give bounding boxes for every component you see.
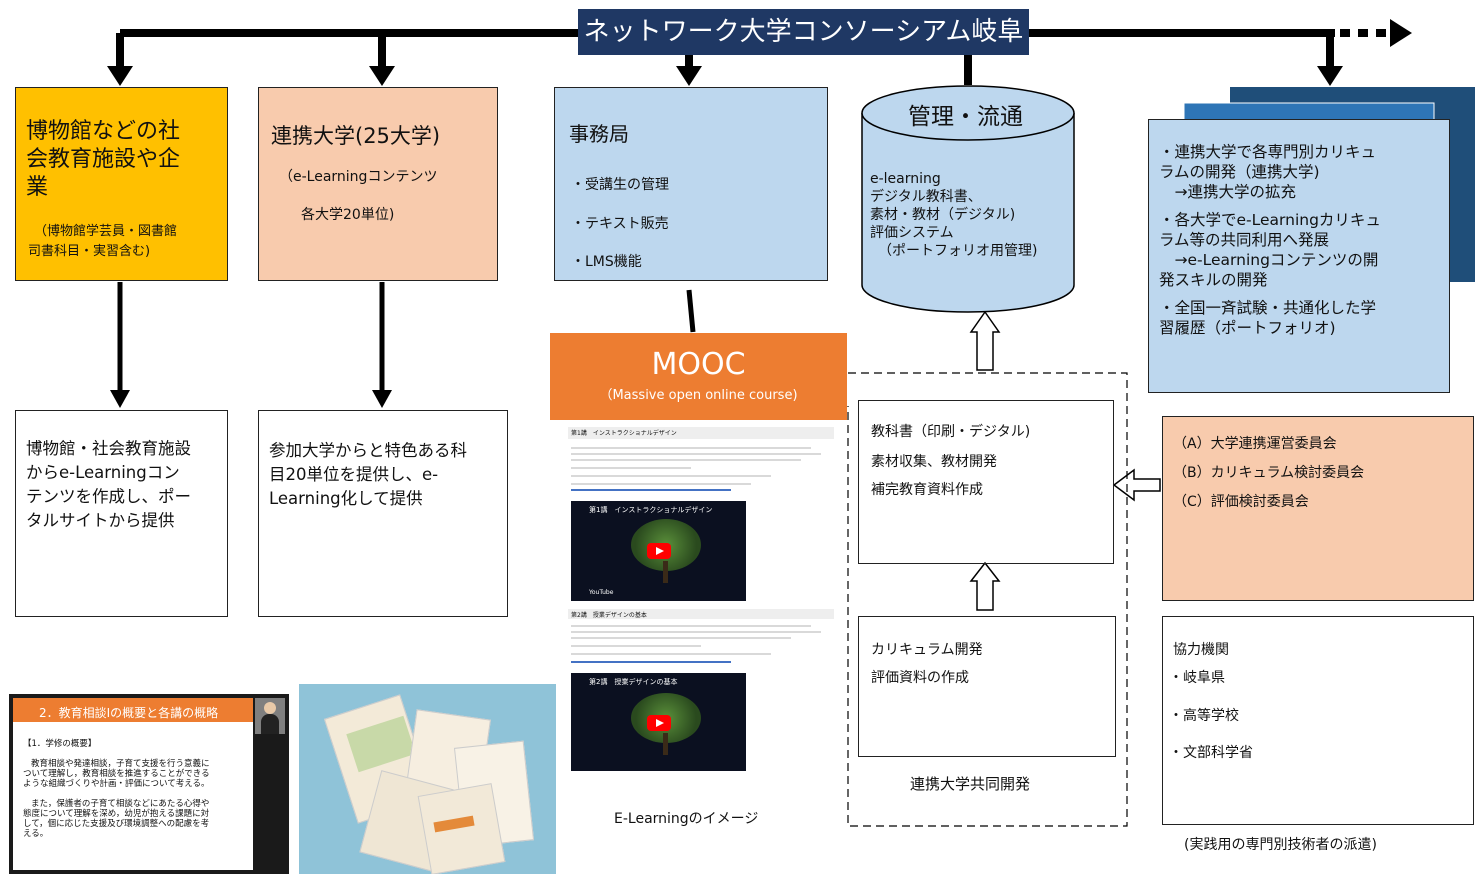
- partner-provide-box: 参加大学からと特色ある科 目20単位を提供し、e- Learning化して提供: [258, 410, 508, 617]
- museum-provide-line: 博物館・社会教育施設: [26, 439, 191, 458]
- plans-box: ・連携大学で各専門別カリキュ ラムの開発（連携大学) →連携大学の拡充 ・各大学…: [1148, 119, 1450, 393]
- video-player[interactable]: 第1講 インストラクショナルデザイン YouTube: [571, 501, 746, 601]
- plans-line: →e-Learningコンテンツの開: [1159, 251, 1379, 269]
- lecture-line: 態度について理解を深め，幼児が抱える課題に対: [23, 809, 210, 819]
- plans-line: ・連携大学で各専門別カリキュ: [1159, 143, 1377, 161]
- elearning-caption: E-Learningのイメージ: [614, 811, 759, 827]
- plans-line: ・各大学でe-Learningカリキュ: [1159, 211, 1381, 229]
- lecturer-avatar: [255, 698, 285, 734]
- cooperation-item: ・高等学校: [1169, 708, 1239, 724]
- cooperation-box: 協力機関 ・岐阜県 ・高等学校 ・文部科学省: [1162, 616, 1474, 825]
- partner-title: 連携大学(25大学): [271, 124, 441, 148]
- video-player[interactable]: 第2講 授業デザインの基本: [571, 673, 746, 771]
- partner-universities-box: 連携大学(25大学) （e-Learningコンテンツ 各大学20単位): [258, 87, 498, 281]
- management-line: （ポートフォリオ用管理): [878, 243, 1038, 259]
- management-line: デジタル教科書、: [870, 189, 982, 205]
- lecture-line: また，保護者の子育て相談などにあたる心得や: [31, 799, 210, 809]
- textbook-box: 教科書（印刷・デジタル) 素材収集、教材開発 補完教育資料作成: [858, 400, 1114, 564]
- office-box: 事務局 ・受講生の管理 ・テキスト販売 ・LMS機能: [554, 87, 828, 281]
- museum-provide-line: テンツを作成し、ポー: [26, 487, 191, 506]
- textbook-item: 素材収集、教材開発: [871, 454, 997, 470]
- video-title: 第2講 授業デザインの基本: [589, 678, 678, 686]
- office-title: 事務局: [569, 122, 629, 146]
- office-item: ・テキスト販売: [571, 216, 669, 232]
- museum-provide-line: タルサイトから提供: [26, 511, 175, 530]
- management-line: e-learning: [870, 171, 941, 187]
- curriculum-box: カリキュラム開発 評価資料の作成: [858, 616, 1116, 757]
- lecture-heading: 【1．学修の概要】: [23, 739, 97, 749]
- plans-line: 習履歴（ポートフォリオ): [1159, 319, 1336, 337]
- youtube-logo: YouTube: [589, 589, 614, 596]
- plans-line: ラムの開発（連携大学): [1159, 163, 1320, 181]
- office-item: ・受講生の管理: [571, 177, 669, 193]
- partner-provide-line: 目20単位を提供し、e-: [269, 465, 439, 484]
- header-title: ネットワーク大学コンソーシアム岐阜: [583, 17, 1024, 47]
- management-content: e-learning デジタル教科書、 素材・教材（デジタル) 評価システム （…: [870, 170, 1037, 260]
- lecture-line: ような組織づくりや計画・評価について考える。: [23, 779, 210, 789]
- office-item: ・LMS機能: [571, 254, 642, 270]
- textbook-item: 補完教育資料作成: [871, 482, 983, 498]
- curriculum-item: 評価資料の作成: [871, 670, 969, 686]
- dispatch-label: (実践用の専門別技術者の派遣): [1184, 837, 1377, 853]
- museum-note-line: （博物館学芸員・図書館: [34, 224, 178, 239]
- committees-box: （A）大学連携運営委員会 （B）カリキュラム検討委員会 （C）評価検討委員会: [1162, 416, 1474, 601]
- elearning-screenshot: 第1講 インストラクショナルデザイン 第1講 インストラクショナルデザイン Yo…: [568, 427, 834, 775]
- management-line: 評価システム: [870, 225, 954, 241]
- museum-title-line: 会教育施設や企: [26, 147, 181, 172]
- lecture-line: して，個に応じた支援及び環境調整への配慮を考: [23, 819, 210, 829]
- museum-provide-box: 博物館・社会教育施設 からe-Learningコン テンツを作成し、ポー タルサ…: [15, 410, 228, 617]
- textbook-item: 教科書（印刷・デジタル): [871, 424, 1031, 440]
- video-title: 第1講 インストラクショナルデザイン: [589, 506, 713, 514]
- textbooks-photo: [299, 684, 556, 874]
- consortium-header: ネットワーク大学コンソーシアム岐阜: [578, 9, 1029, 55]
- plans-line: →連携大学の拡充: [1159, 183, 1297, 201]
- management-title: 管理・流通: [908, 104, 1023, 130]
- cooperation-title: 協力機関: [1173, 642, 1229, 658]
- museum-box: 博物館などの社 会教育施設や企 業 （博物館学芸員・図書館 司書科目・実習含む): [15, 87, 228, 281]
- management-line: 素材・教材（デジタル): [870, 207, 1016, 223]
- partner-line: 各大学20単位): [301, 207, 395, 223]
- committee-item: （B）カリキュラム検討委員会: [1173, 465, 1365, 481]
- lecture-line: える。: [23, 829, 49, 839]
- partner-line: （e-Learningコンテンツ: [279, 169, 438, 185]
- lecture-line: 教育相談や発達相談，子育て支援を行う意義に: [31, 759, 210, 769]
- partner-provide-line: 参加大学からと特色ある科: [269, 441, 467, 460]
- elearning-section-title: 第1講 インストラクショナルデザイン: [571, 430, 677, 437]
- plans-line: ・全国一斉試験・共通化した学: [1159, 299, 1377, 317]
- partner-provide-line: Learning化して提供: [269, 489, 423, 508]
- plans-line: ラム等の共同利用へ発展: [1159, 231, 1330, 249]
- cooperation-item: ・文部科学省: [1169, 745, 1253, 761]
- mooc-subtitle: （Massive open online course): [599, 388, 798, 403]
- museum-title-line: 博物館などの社: [26, 119, 181, 144]
- play-icon[interactable]: [647, 543, 671, 559]
- play-icon[interactable]: [647, 715, 671, 731]
- committee-item: （C）評価検討委員会: [1173, 494, 1309, 510]
- cooperation-item: ・岐阜県: [1169, 670, 1225, 686]
- museum-provide-line: からe-Learningコン: [26, 463, 180, 482]
- lecture-title: 2．教育相談Ⅰの概要と各講の概略: [39, 706, 219, 720]
- curriculum-item: カリキュラム開発: [871, 642, 983, 658]
- joint-dev-label: 連携大学共同開発: [910, 775, 1031, 793]
- lecture-slide-image: 2．教育相談Ⅰの概要と各講の概略 【1．学修の概要】 教育相談や発達相談，子育て…: [9, 694, 289, 874]
- mooc-title: MOOC: [651, 347, 746, 382]
- committee-item: （A）大学連携運営委員会: [1173, 436, 1337, 452]
- mooc-banner: MOOC （Massive open online course): [550, 333, 847, 420]
- elearning-section-title: 第2講 授業デザインの基本: [571, 612, 647, 619]
- museum-note-line: 司書科目・実習含む): [28, 244, 151, 259]
- plans-line: 発スキルの開発: [1159, 271, 1268, 289]
- museum-title-line: 業: [26, 175, 49, 200]
- lecture-line: ついて理解し，教育相談を推進することができる: [23, 769, 210, 779]
